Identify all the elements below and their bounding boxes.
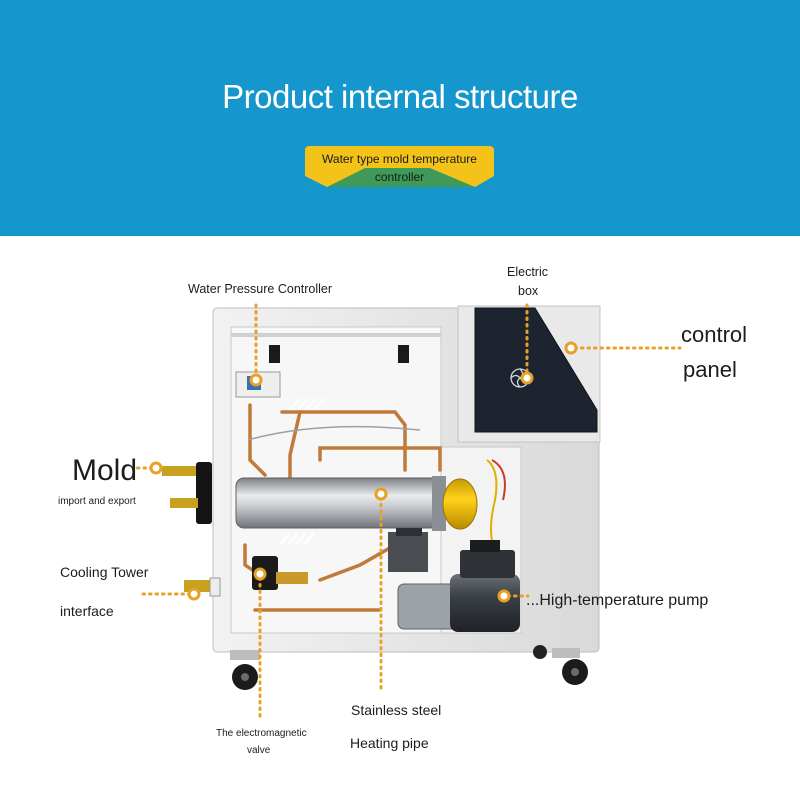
heating-pipe <box>235 477 445 529</box>
label-mold-sub: import and export <box>58 496 136 507</box>
pump-motor <box>450 574 520 632</box>
label-electric-box-2: box <box>518 284 539 298</box>
label-cooling-1: Cooling Tower <box>60 564 149 580</box>
product-badge: Water type mold temperature controller <box>305 146 494 187</box>
page-title: Product internal structure <box>222 78 578 115</box>
badge-background <box>305 146 494 187</box>
callout-heating-pipe <box>374 487 388 501</box>
label-water-pressure: Water Pressure Controller <box>188 282 333 296</box>
label-steel-2: Heating pipe <box>350 735 429 751</box>
label-valve-2: valve <box>247 745 271 756</box>
callout-mold <box>149 461 163 475</box>
label-steel-1: Stainless steel <box>351 702 442 718</box>
electric-box <box>474 307 598 433</box>
callout-pump <box>497 589 511 603</box>
pump-flange <box>388 532 428 572</box>
label-control-1: control <box>681 322 748 347</box>
label-control-2: panel <box>683 357 737 382</box>
label-cooling-2: interface <box>60 603 114 619</box>
header-banner <box>0 0 800 236</box>
badge-line-1: Water type mold temperature <box>322 152 477 166</box>
label-electric-box-1: Electric <box>507 265 548 279</box>
callout-valve <box>253 567 267 581</box>
callout-control-panel <box>564 341 578 355</box>
label-valve-1: The electromagnetic <box>216 728 307 739</box>
label-pump: ...High-temperature pump <box>526 592 709 609</box>
badge-line-2: controller <box>374 170 425 184</box>
caster-wheels <box>230 645 588 690</box>
pump-body <box>397 583 459 630</box>
callout-water-pressure <box>249 373 263 387</box>
label-mold: Mold <box>72 454 138 487</box>
callout-cooling <box>187 587 201 601</box>
callout-electric-box <box>520 371 534 385</box>
heating-pipe-cap <box>442 478 478 530</box>
